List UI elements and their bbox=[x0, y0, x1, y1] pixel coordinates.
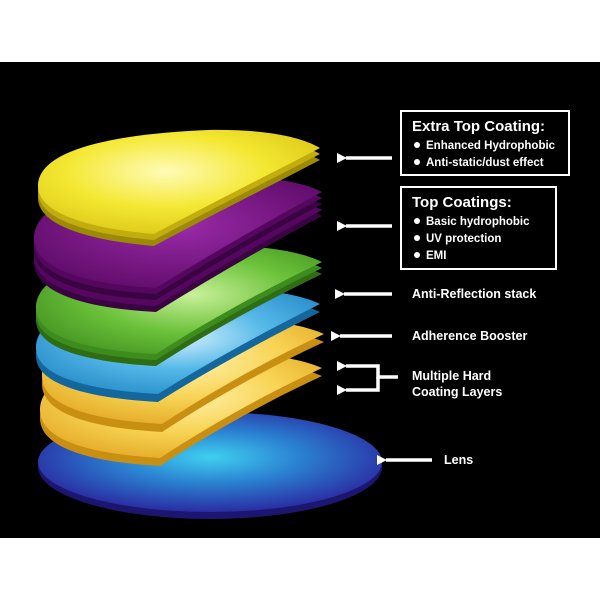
hard-coating-label-line1: Multiple Hard bbox=[412, 369, 492, 383]
bullet-icon bbox=[414, 235, 420, 242]
bullet-icon bbox=[414, 218, 420, 225]
bracket-connector bbox=[337, 377, 380, 395]
lens-label: Lens bbox=[444, 453, 474, 467]
bullet-icon bbox=[414, 252, 420, 259]
bracket-connector bbox=[337, 361, 398, 379]
top-coatings-title: Top Coatings: bbox=[412, 194, 512, 211]
list-item: Enhanced Hydrophobic bbox=[412, 138, 558, 155]
list-item: Anti-static/dust effect bbox=[412, 155, 558, 172]
anti-reflection-label: Anti-Reflection stack bbox=[412, 287, 537, 301]
top-coatings-box: Top Coatings: Basic hydrophobic UV prote… bbox=[400, 186, 557, 270]
adherence-booster-label: Adherence Booster bbox=[412, 329, 528, 343]
hard-coating-label-line2: Coating Layers bbox=[412, 385, 503, 399]
list-item: Basic hydrophobic bbox=[412, 214, 545, 231]
bullet-icon bbox=[414, 159, 420, 166]
bullet-icon bbox=[414, 142, 420, 149]
extra-top-coating-box: Extra Top Coating: Enhanced Hydrophobic … bbox=[400, 110, 570, 176]
extra-top-coating-title: Extra Top Coating: bbox=[412, 118, 546, 135]
list-item: UV protection bbox=[412, 231, 545, 248]
extra-top-coating-list: Enhanced Hydrophobic Anti-static/dust ef… bbox=[412, 138, 558, 172]
list-item: EMI bbox=[412, 248, 545, 265]
extra-top-coating-layer bbox=[38, 129, 320, 246]
top-coatings-list: Basic hydrophobic UV protection EMI bbox=[412, 214, 545, 265]
